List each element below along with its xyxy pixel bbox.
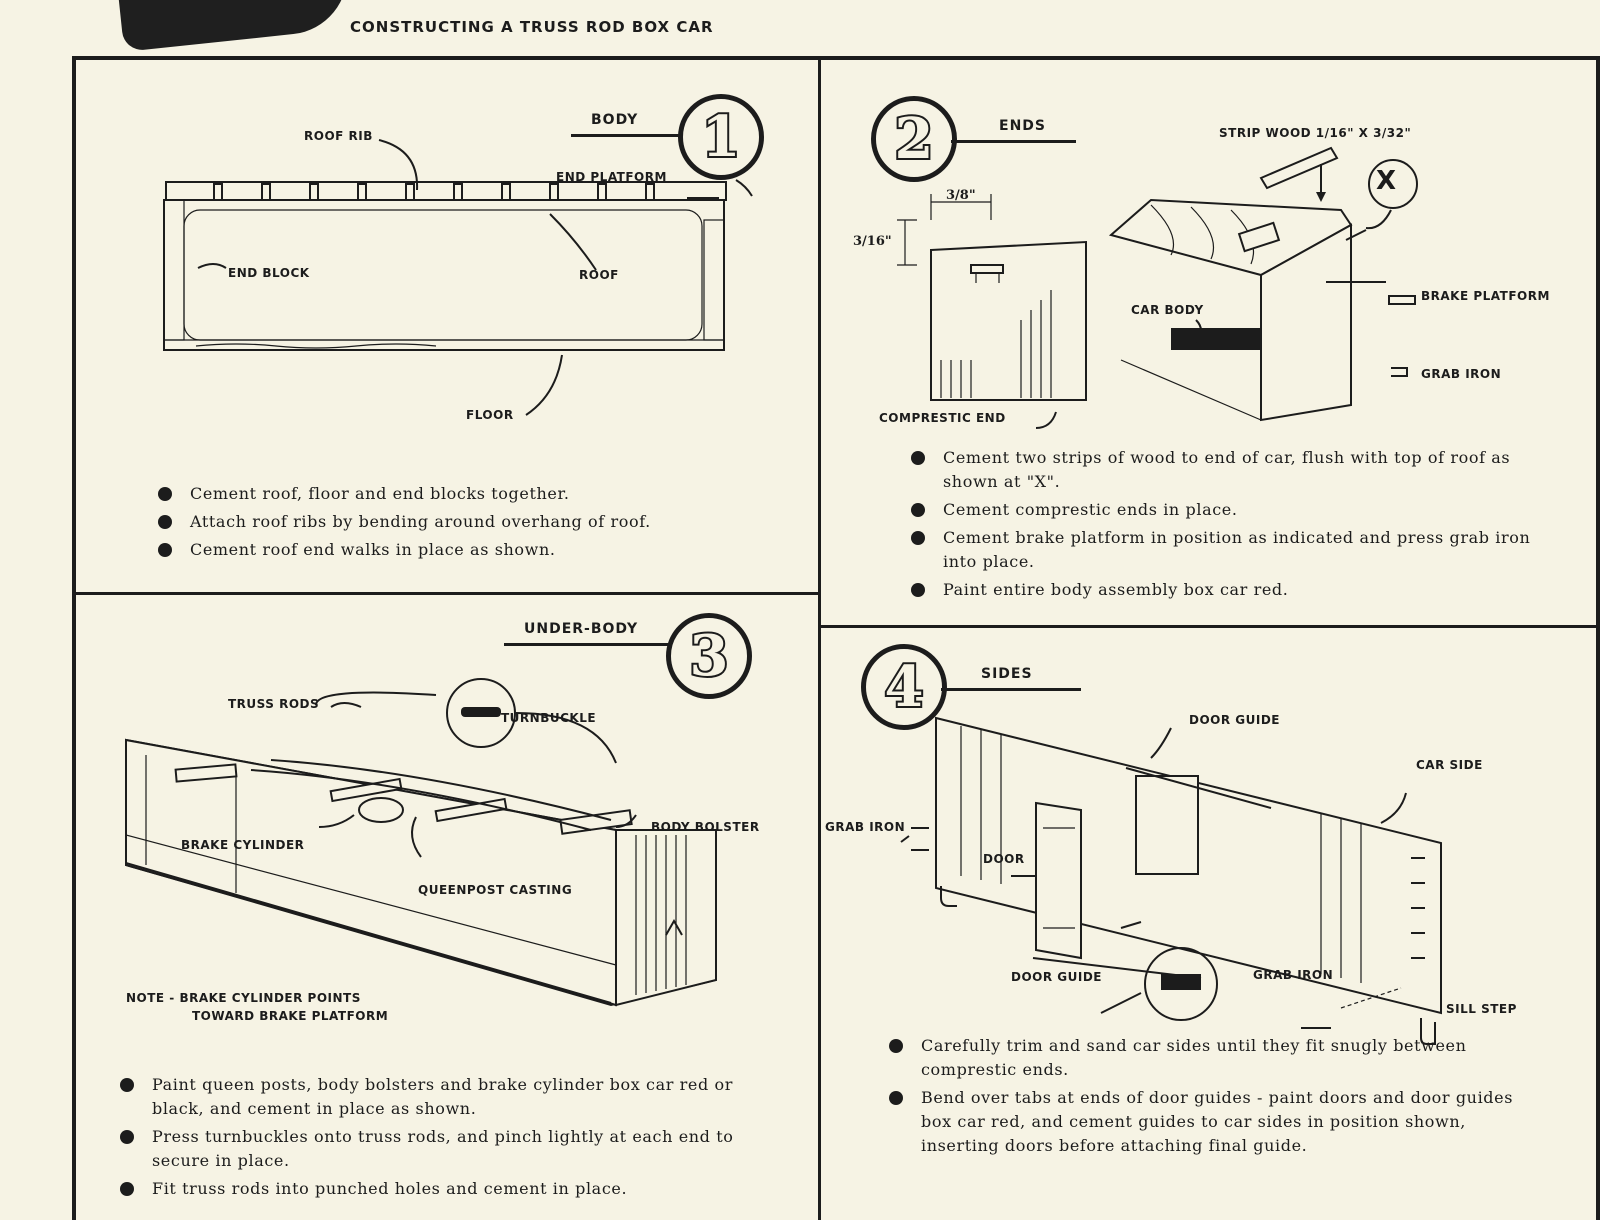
section-heading: UNDER-BODY <box>524 621 639 637</box>
horizontal-divider-right <box>821 625 1596 628</box>
list-item: Cement roof end walks in place as shown. <box>158 538 788 562</box>
sides-diagram <box>900 716 1442 1045</box>
section-heading: ENDS <box>999 118 1046 134</box>
label-comprestic-end: COMPRESTIC END <box>879 411 1006 425</box>
list-item: Cement two strips of wood to end of car,… <box>911 446 1531 494</box>
label-body-bolster: BODY BOLSTER <box>651 820 760 834</box>
sides-steps-list: Carefully trim and sand car sides until … <box>889 1034 1529 1162</box>
label-x-mark: X <box>1376 166 1397 196</box>
label-grab-iron-right: GRAB IRON <box>1253 968 1334 982</box>
label-strip-wood: STRIP WOOD 1/16" X 3/32" <box>1219 126 1412 140</box>
list-item: Attach roof ribs by bending around overh… <box>158 510 788 534</box>
dim-height: 3/16" <box>853 234 892 249</box>
list-item: Carefully trim and sand car sides until … <box>889 1034 1529 1082</box>
step-number-badge: 2 <box>871 96 957 182</box>
label-door-guide-bottom: DOOR GUIDE <box>1011 970 1102 984</box>
label-brake-cylinder: BRAKE CYLINDER <box>181 838 305 852</box>
step-number-badge: 1 <box>678 94 764 180</box>
step-number-badge: 4 <box>861 644 947 730</box>
body-diagram <box>163 139 753 416</box>
label-grab-iron: GRAB IRON <box>1421 367 1502 381</box>
page-title: CONSTRUCTING A TRUSS ROD BOX CAR <box>350 18 714 36</box>
label-brake-platform: BRAKE PLATFORM <box>1421 289 1550 303</box>
label-end-block: END BLOCK <box>228 266 310 280</box>
list-item: Paint queen posts, body bolsters and bra… <box>120 1073 770 1121</box>
label-car-body: CAR BODY <box>1131 303 1204 317</box>
label-car-side: CAR SIDE <box>1416 758 1483 772</box>
instruction-sheet: BODY 1 <box>72 56 1600 1220</box>
section-heading: SIDES <box>981 666 1033 682</box>
note-line-1: NOTE - BRAKE CYLINDER POINTS <box>126 991 361 1005</box>
list-item: Cement brake platform in position as ind… <box>911 526 1531 574</box>
horizontal-divider-left <box>76 592 821 595</box>
roof-ribs <box>213 183 655 200</box>
label-end-platform: END PLATFORM <box>556 170 667 184</box>
label-floor: FLOOR <box>466 408 514 422</box>
heading-rule <box>504 643 674 646</box>
label-truss-rods: TRUSS RODS <box>228 697 320 711</box>
label-grab-iron-left: GRAB IRON <box>825 820 906 834</box>
logo-mark <box>116 0 354 52</box>
panel-body: BODY 1 <box>76 60 818 592</box>
vertical-divider <box>818 60 821 1220</box>
ends-diagram <box>897 146 1418 429</box>
under-body-steps-list: Paint queen posts, body bolsters and bra… <box>120 1073 770 1205</box>
label-door: DOOR <box>983 852 1025 866</box>
under-body-diagram <box>125 678 717 1007</box>
step-number-badge: 3 <box>666 613 752 699</box>
list-item: Bend over tabs at ends of door guides - … <box>889 1086 1529 1158</box>
heading-rule <box>571 134 681 137</box>
list-item: Paint entire body assembly box car red. <box>911 578 1531 602</box>
note-line-2: TOWARD BRAKE PLATFORM <box>192 1009 389 1023</box>
panel-under-body: UNDER-BODY 3 <box>76 595 818 1220</box>
list-item: Cement roof, floor and end blocks togeth… <box>158 482 788 506</box>
list-item: Press turnbuckles onto truss rods, and p… <box>120 1125 770 1173</box>
label-turnbuckle: TURNBUCKLE <box>501 711 597 725</box>
dim-width: 3/8" <box>946 188 976 203</box>
label-door-guide-top: DOOR GUIDE <box>1189 713 1280 727</box>
heading-rule <box>941 688 1081 691</box>
label-roof-rib: ROOF RIB <box>304 129 373 143</box>
label-sill-step: SILL STEP <box>1446 1002 1517 1016</box>
label-roof: ROOF <box>579 268 619 282</box>
body-steps-list: Cement roof, floor and end blocks togeth… <box>158 482 788 566</box>
heading-rule <box>951 140 1076 143</box>
section-heading: BODY <box>591 112 639 128</box>
panel-ends: 2 ENDS <box>821 60 1596 625</box>
label-queenpost-casting: QUEENPOST CASTING <box>418 883 573 897</box>
panel-sides: 4 SIDES <box>821 628 1596 1220</box>
ends-steps-list: Cement two strips of wood to end of car,… <box>911 446 1531 606</box>
list-item: Cement comprestic ends in place. <box>911 498 1531 522</box>
list-item: Fit truss rods into punched holes and ce… <box>120 1177 770 1201</box>
